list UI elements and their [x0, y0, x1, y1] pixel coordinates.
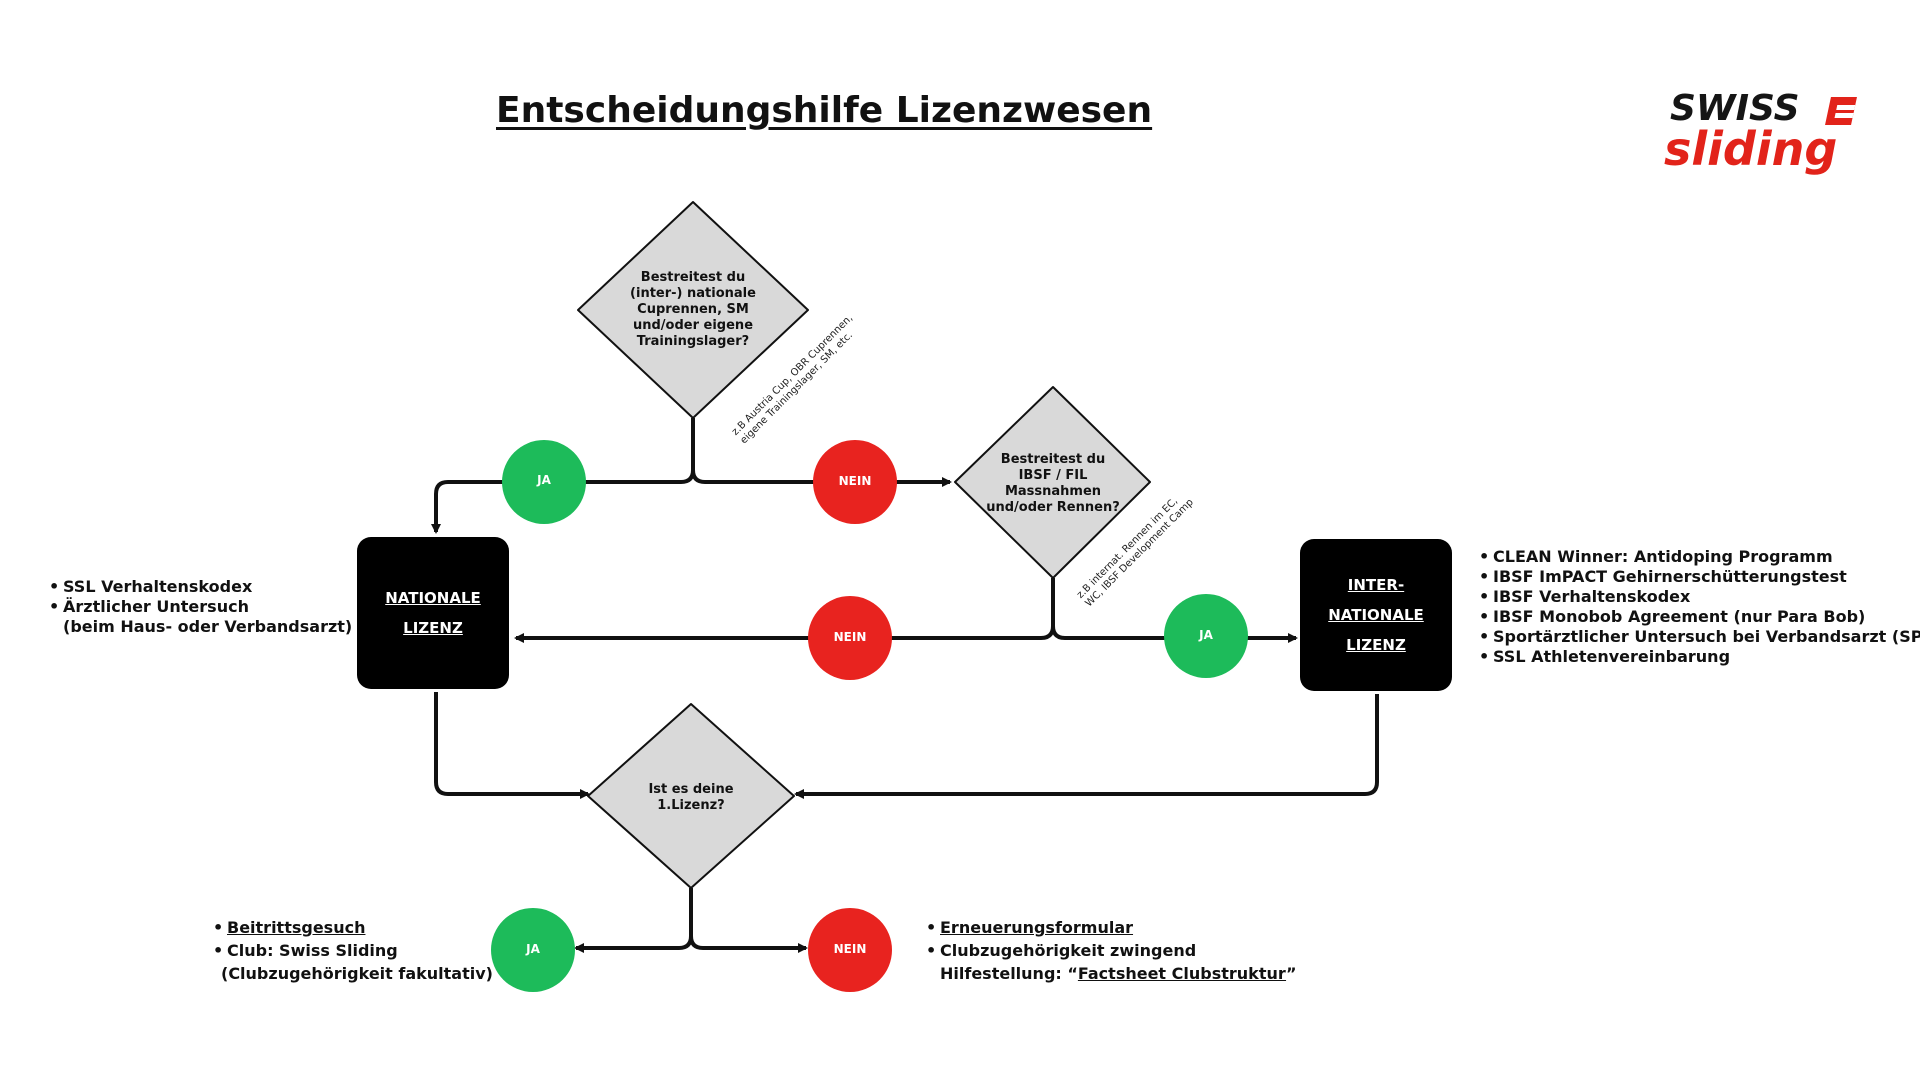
erneuerungsformular-link[interactable]: Erneuerungsformular — [940, 918, 1134, 937]
connector-d3-nein — [689, 935, 808, 953]
decision-3-question: Ist es deine 1.Lizenz? — [631, 782, 751, 814]
connector-d1-nein-d2 — [691, 469, 952, 487]
list-item: (Clubzugehörigkeit fakultativ) — [221, 964, 493, 983]
international-license-line: LIZENZ — [1346, 636, 1406, 654]
decision-diamond-2 — [954, 386, 1151, 579]
list-item: Erneuerungsformular — [926, 916, 1297, 939]
swiss-sliding-logo: SWISS sliding — [1660, 88, 1860, 178]
list-item: Club: Swiss Sliding — [213, 939, 493, 962]
connector-d2-ja-international — [1051, 625, 1298, 643]
national-license-line: NATIONALE — [385, 589, 481, 607]
decision-2-question: Bestreitest du IBSF / FIL Massnahmen und… — [983, 452, 1123, 516]
international-license-line: INTER- — [1347, 576, 1405, 594]
beitrittsgesuch-link[interactable]: Beitrittsgesuch — [227, 918, 366, 937]
connector-d3-ja — [574, 888, 693, 953]
international-license-line: NATIONALE — [1328, 606, 1424, 624]
help-suffix: ” — [1286, 964, 1297, 983]
ja-label: JA — [526, 942, 540, 956]
decision-3-line: Ist es deine — [648, 782, 734, 797]
list-item: SSL Verhaltenskodex — [49, 577, 352, 597]
nein-label: NEIN — [833, 942, 867, 956]
nein-circle-3 — [808, 908, 892, 992]
decision-2-line: Bestreitest du — [1000, 452, 1106, 467]
logo-text-sliding: sliding — [1664, 122, 1838, 176]
decision-1-line: und/oder eigene — [632, 318, 754, 333]
national-license-line: LIZENZ — [403, 619, 463, 637]
list-item: Hilfestellung: “Factsheet Clubstruktur” — [926, 962, 1297, 985]
logo-text-swiss: SWISS — [1670, 88, 1800, 129]
ja-label: JA — [537, 473, 551, 487]
ja-label: JA — [1199, 628, 1213, 642]
ja-circle-2 — [1164, 594, 1248, 678]
connectors — [431, 418, 1379, 953]
decision-3-line: 1.Lizenz? — [657, 798, 725, 813]
national-license-box — [357, 537, 509, 689]
nein-label: NEIN — [833, 630, 867, 644]
nein-circle-2 — [808, 596, 892, 680]
nein-circle-1 — [813, 440, 897, 524]
decision-2-line: IBSF / FIL — [1018, 468, 1088, 483]
ja-circle-3 — [491, 908, 575, 992]
decision-diamond-3 — [587, 703, 795, 889]
decision-1-line: Cuprennen, SM — [637, 302, 749, 317]
decision-1-line: Trainingslager? — [636, 334, 750, 349]
list-item: IBSF Verhaltenskodex — [1479, 587, 1920, 607]
international-license-label: INTER- NATIONALE LIZENZ — [1300, 570, 1452, 660]
international-license-box — [1300, 539, 1452, 691]
factsheet-link[interactable]: Factsheet Clubstruktur — [1077, 964, 1287, 983]
decision-1-question: Bestreitest du (inter-) nationale Cupren… — [613, 270, 773, 350]
page-title: Entscheidungshilfe Lizenzwesen — [496, 90, 1153, 131]
first-license-list: Beitrittsgesuch Club: Swiss Sliding (Clu… — [213, 916, 493, 985]
help-prefix: Hilfestellung: “ — [940, 964, 1078, 983]
decision-1-line: (inter-) nationale — [630, 286, 756, 301]
decision-1-line: Bestreitest du — [640, 270, 746, 285]
list-item: Clubzugehörigkeit zwingend — [926, 939, 1297, 962]
list-item: Ärztlicher Untersuch — [49, 597, 352, 617]
list-item: IBSF ImPACT Gehirnerschütterungstest — [1479, 567, 1920, 587]
decision-diamond-1 — [577, 201, 809, 419]
connector-national-d3 — [434, 692, 590, 799]
list-item: (beim Haus- oder Verbandsarzt) — [63, 617, 353, 636]
list-item: SSL Athletenvereinbarung — [1479, 647, 1920, 667]
international-requirements-list: CLEAN Winner: Antidoping Programm IBSF I… — [1479, 547, 1920, 667]
list-item: Sportärztlicher Untersuch bei Verbandsar… — [1479, 627, 1920, 647]
connector-d2-nein-national — [514, 578, 1055, 643]
connector-international-d3 — [794, 694, 1379, 799]
logo-flag-icon — [1825, 97, 1857, 125]
list-item: CLEAN Winner: Antidoping Programm — [1479, 547, 1920, 567]
decision-2-line: und/oder Rennen? — [986, 500, 1120, 515]
national-license-label: NATIONALE LIZENZ — [357, 583, 509, 643]
decision-2-line: Massnahmen — [1004, 484, 1102, 499]
list-item: Beitrittsgesuch — [213, 916, 493, 939]
renewal-list: Erneuerungsformular Clubzugehörigkeit zw… — [926, 916, 1297, 985]
ja-circle-1 — [502, 440, 586, 524]
list-item: IBSF Monobob Agreement (nur Para Bob) — [1479, 607, 1920, 627]
nein-label: NEIN — [838, 474, 872, 488]
national-requirements-list: SSL Verhaltenskodex Ärztlicher Untersuch… — [49, 577, 352, 637]
